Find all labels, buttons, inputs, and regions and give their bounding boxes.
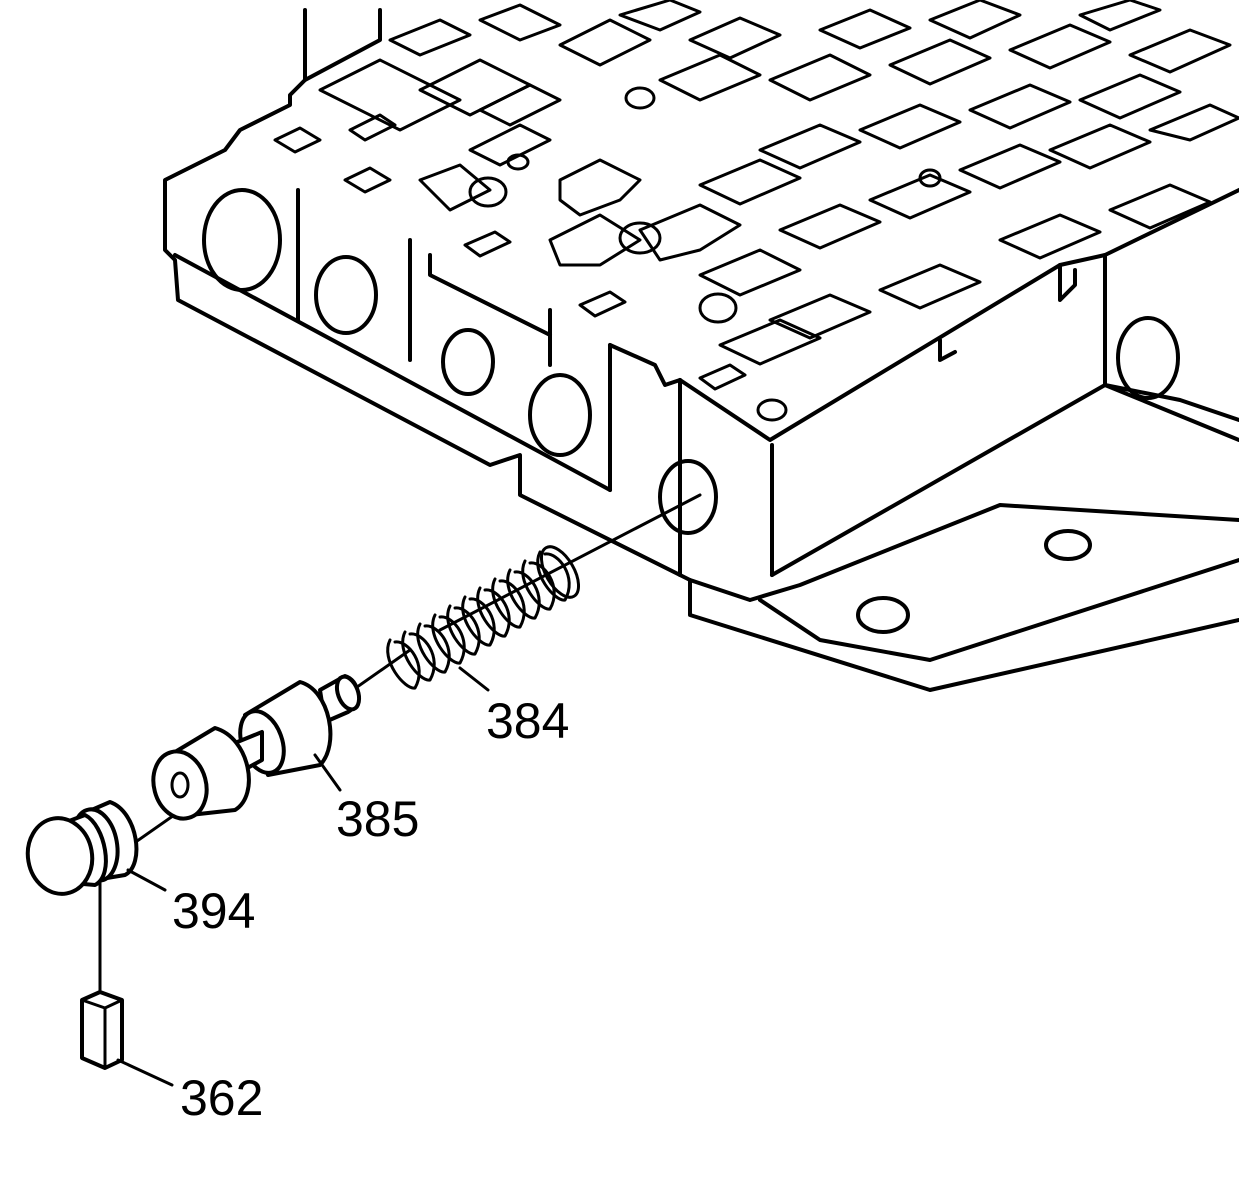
callout-384: 384 (486, 693, 569, 749)
callout-362: 362 (180, 1070, 263, 1126)
retainer-clip-362 (80, 990, 124, 1070)
bore-plug-394 (25, 800, 139, 896)
valve-spool-385 (151, 674, 362, 821)
valve-body-passages (273, 0, 1239, 422)
spring-384 (386, 545, 581, 690)
valve-body-ports (202, 188, 1180, 634)
leader-lines (116, 666, 490, 1087)
callout-labels: 384 385 394 362 (172, 693, 569, 1126)
valve-bore (658, 459, 718, 535)
valve-body (163, 8, 1239, 692)
callout-394: 394 (172, 883, 255, 939)
callout-385: 385 (336, 791, 419, 847)
